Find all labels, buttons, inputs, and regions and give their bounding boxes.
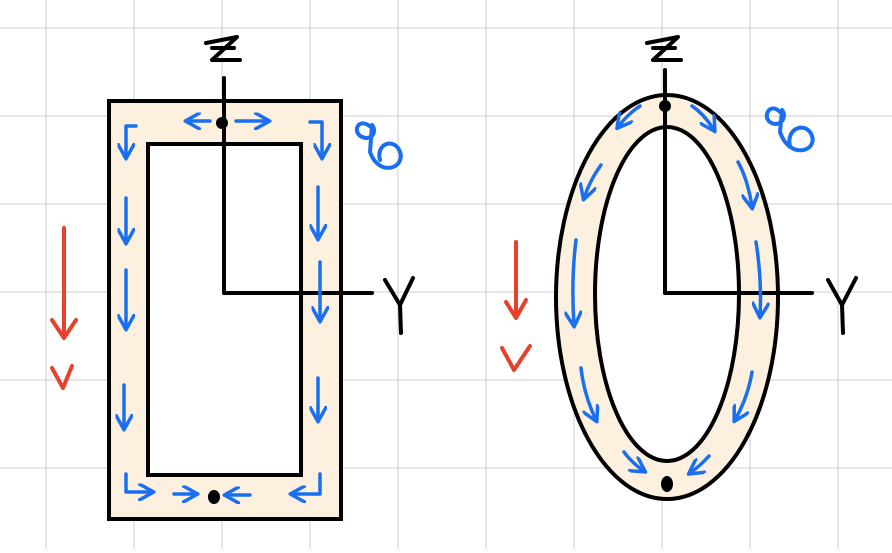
shear-flow-arrow xyxy=(618,104,642,127)
q-label-glyph xyxy=(764,106,815,153)
shear-flow-arrow xyxy=(308,120,322,157)
q-label-glyph xyxy=(354,121,403,170)
shear-flow-arrow xyxy=(690,454,711,473)
rect-load xyxy=(50,226,78,390)
ellipse-load xyxy=(500,240,532,372)
rect-axes xyxy=(222,76,374,295)
shear-flow-arrow xyxy=(292,472,322,494)
shear-flow-arrow xyxy=(622,450,644,471)
shear-flow-arrow xyxy=(573,238,576,325)
shear-flow-arrow xyxy=(126,124,138,157)
zero-flow-dot xyxy=(661,476,673,492)
z-label-glyph xyxy=(204,35,242,62)
shear-flow-arrow xyxy=(124,472,152,492)
shear-center-dot xyxy=(659,100,671,112)
rect-shear-flow xyxy=(124,121,322,495)
ellipse-shear-flow xyxy=(573,104,761,473)
v-label-glyph xyxy=(50,364,74,390)
shear-flow-arrow xyxy=(690,104,714,130)
shear-flow-arrow xyxy=(756,240,761,316)
shear-flow-arrow xyxy=(584,163,603,198)
zero-flow-dot xyxy=(208,490,220,504)
y-label-glyph xyxy=(826,276,858,335)
shear-flow-arrow xyxy=(736,160,752,207)
shear-center-dot xyxy=(216,117,228,129)
y-label-glyph xyxy=(383,276,415,335)
v-label-glyph xyxy=(500,344,532,372)
shear-flow-arrow xyxy=(579,366,596,420)
shear-flow-arrow xyxy=(735,370,754,420)
z-label-glyph xyxy=(645,35,683,62)
